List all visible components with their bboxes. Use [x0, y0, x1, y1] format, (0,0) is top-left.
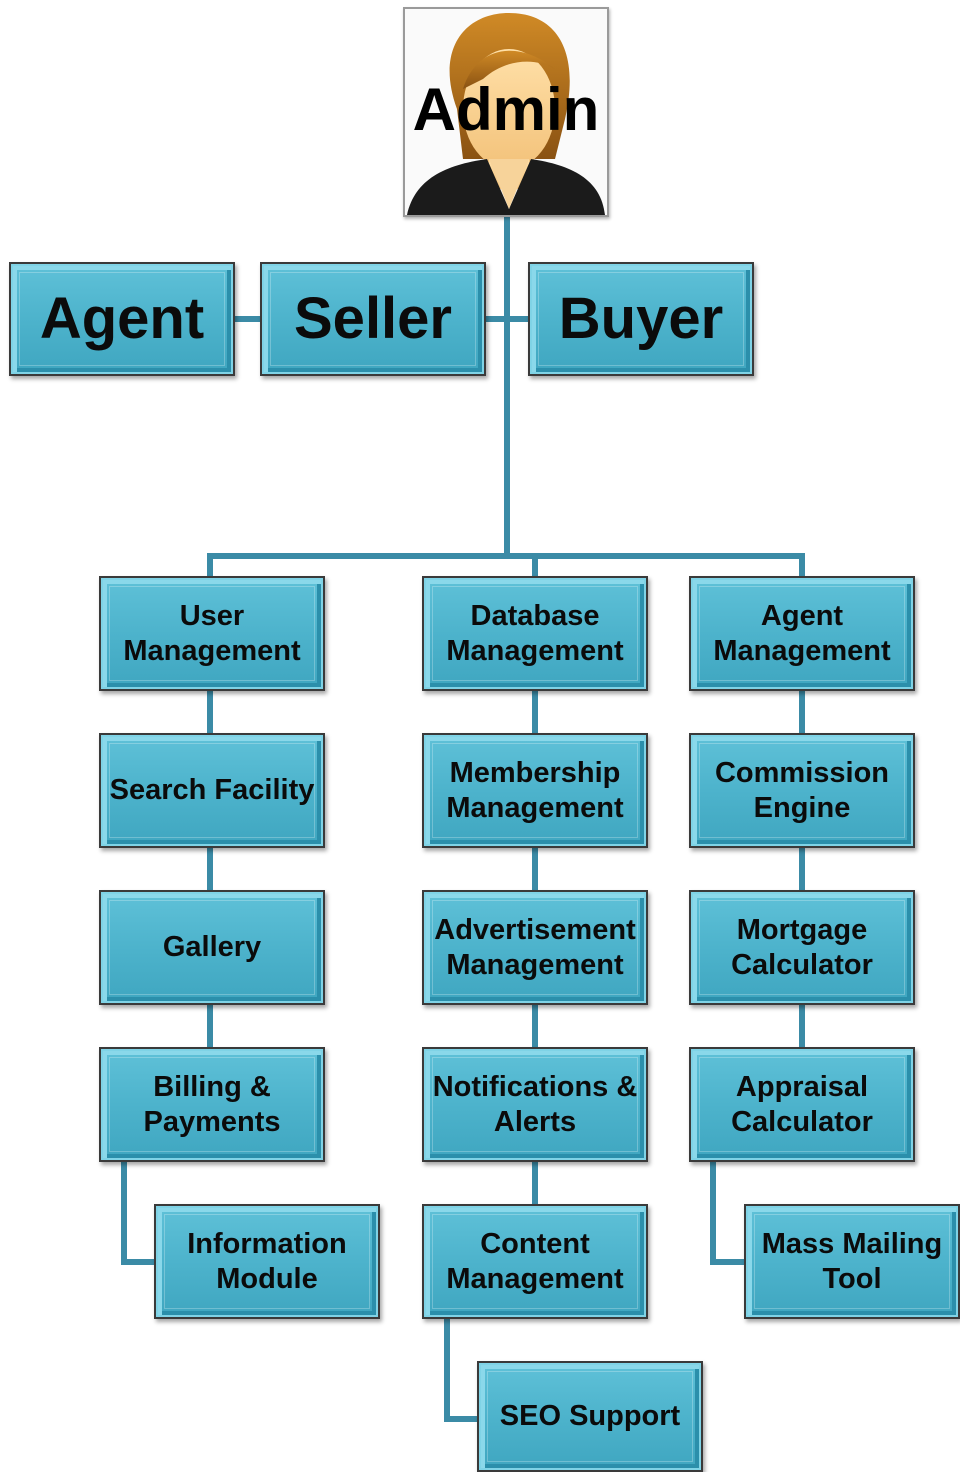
- module-user-management: User Management: [99, 576, 325, 691]
- admin-label: Admin: [412, 76, 600, 143]
- role-buyer-box: Buyer: [528, 262, 754, 376]
- module-agent-management: Agent Management: [689, 576, 915, 691]
- module-content-management: Content Management: [422, 1204, 648, 1319]
- module-advertisement-management: Advertisement Management: [422, 890, 648, 1005]
- module-billing-payments: Billing & Payments: [99, 1047, 325, 1162]
- module-commission-engine: Commission Engine: [689, 733, 915, 848]
- module-appraisal-calculator: Appraisal Calculator: [689, 1047, 915, 1162]
- module-search-facility: Search Facility: [99, 733, 325, 848]
- module-mortgage-calculator: Mortgage Calculator: [689, 890, 915, 1005]
- module-membership-management: Membership Management: [422, 733, 648, 848]
- role-agent-box: Agent: [9, 262, 235, 376]
- module-gallery: Gallery: [99, 890, 325, 1005]
- module-information-module: Information Module: [154, 1204, 380, 1319]
- role-seller-box: Seller: [260, 262, 486, 376]
- module-database-management: Database Management: [422, 576, 648, 691]
- admin-avatar-icon: [403, 7, 609, 217]
- module-mass-mailing-tool: Mass Mailing Tool: [744, 1204, 960, 1319]
- module-notifications-alerts: Notifications & Alerts: [422, 1047, 648, 1162]
- module-seo-support: SEO Support: [477, 1361, 703, 1472]
